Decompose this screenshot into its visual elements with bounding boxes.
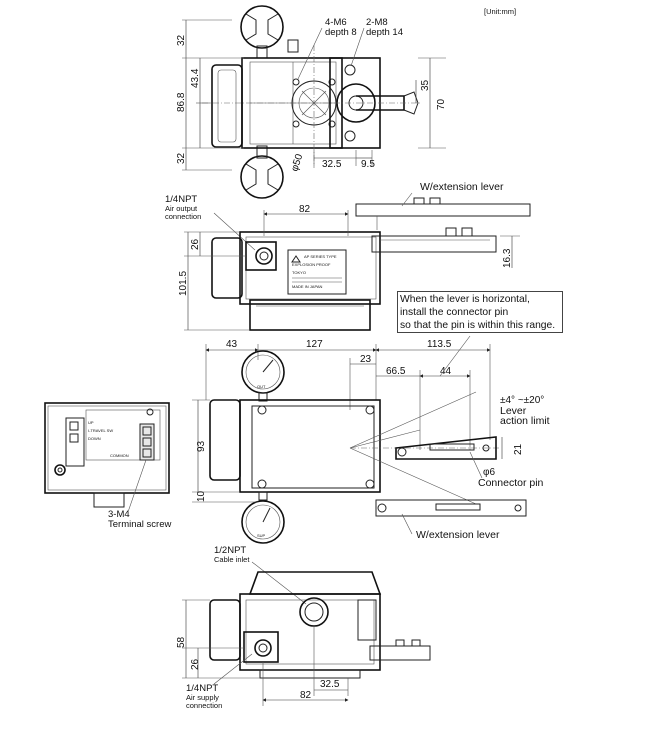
- bottom-gauge-circle: [240, 155, 284, 199]
- plan-view: 43 127 113.5 23 66.5 44 OUT SUP: [192, 335, 550, 544]
- lever-pin-note: When the lever is horizontal, install th…: [397, 291, 563, 333]
- front-view: 1/4NPT Air output connection AP SERIES T…: [165, 181, 531, 331]
- air-supply-label: Air supply: [186, 693, 219, 702]
- dim-9-5: 9.5: [361, 159, 375, 170]
- lever-angle: ±4° ~±20°: [500, 395, 544, 406]
- note-line-3: so that the pin is within this range.: [400, 320, 556, 331]
- air-supply-connection: connection: [186, 701, 222, 710]
- air-output-connection: connection: [165, 212, 201, 221]
- air-output-npt: 1/4NPT: [165, 194, 197, 205]
- terminal-screw-label: Terminal screw: [108, 519, 171, 530]
- bottom-view: 1/2NPT Cable inlet 58 26 32.5: [176, 545, 431, 710]
- dim-32-5-bottom: 32.5: [320, 679, 340, 690]
- ext-lever-label-bottom: W/extension lever: [416, 529, 500, 541]
- dim-23: 23: [360, 354, 372, 365]
- cable-inlet-label: Cable inlet: [214, 555, 250, 564]
- label-depth-8: depth 8: [325, 27, 357, 38]
- dim-32-5: 32.5: [322, 159, 342, 170]
- sup-gauge: [241, 500, 285, 544]
- terminal-label-4: COMMON: [110, 453, 129, 458]
- note-line-2: install the connector pin: [400, 307, 509, 318]
- top-view: 32 43.4 86.8 32 35 70 32.5 9.5 φ50 4-M6 …: [176, 5, 447, 199]
- dim-93: 93: [196, 440, 207, 452]
- label-2-m8: 2-M8: [366, 17, 388, 28]
- terminal-view: I-TRAVEL SW DOWN UP COMMON 3-M4 Terminal…: [44, 402, 171, 530]
- dim-86-8: 86.8: [176, 92, 187, 112]
- dim-35: 35: [420, 79, 431, 91]
- dim-70: 70: [436, 98, 447, 110]
- air-output-label: Air output: [165, 204, 198, 213]
- dim-phi-50: φ50: [289, 152, 305, 173]
- dim-32-bottom: 32: [176, 152, 187, 164]
- top-gauge-circle: [240, 5, 284, 49]
- out-gauge-label: OUT: [257, 384, 266, 389]
- sup-gauge-label: SUP: [257, 533, 266, 538]
- dim-66-5: 66.5: [386, 366, 406, 377]
- dim-113-5: 113.5: [427, 339, 452, 350]
- dim-82-bottom: 82: [300, 690, 312, 701]
- dim-101-5: 101.5: [178, 271, 189, 296]
- dim-32-top: 32: [176, 34, 187, 46]
- lever-limit-2: action limit: [500, 415, 550, 427]
- label-depth-14: depth 14: [366, 27, 403, 38]
- nameplate-line-3: TOKYO: [292, 270, 306, 275]
- dim-82-front: 82: [299, 204, 311, 215]
- terminal-label-2: DOWN: [88, 436, 101, 441]
- terminal-label-1: I-TRAVEL SW: [88, 428, 113, 433]
- dim-10: 10: [196, 490, 207, 502]
- air-supply-npt: 1/4NPT: [186, 683, 218, 694]
- dim-26-front: 26: [190, 238, 201, 250]
- dim-26-bottom: 26: [190, 658, 201, 670]
- cable-inlet-npt: 1/2NPT: [214, 545, 246, 556]
- dim-43-4: 43.4: [190, 68, 201, 88]
- nameplate-line-2: EXPLOSION PROOF: [292, 262, 331, 267]
- connector-pin-size: φ6: [483, 467, 495, 478]
- note-line-1: When the lever is horizontal,: [400, 294, 530, 305]
- dim-21: 21: [513, 443, 524, 455]
- connector-pin-label: Connector pin: [478, 477, 544, 489]
- nameplate-line-4: MADE IN JAPAN: [292, 284, 322, 289]
- dim-43: 43: [226, 339, 238, 350]
- terminal-label-3: UP: [88, 420, 94, 425]
- dim-127: 127: [306, 339, 323, 350]
- unit-label: [Unit:mm]: [484, 7, 516, 16]
- terminal-screw-count: 3-M4: [108, 509, 130, 520]
- label-4-m6: 4-M6: [325, 17, 347, 28]
- dim-58: 58: [176, 636, 187, 648]
- lever-limit-1: Lever: [500, 405, 527, 417]
- dim-16-3: 16.3: [502, 248, 513, 268]
- dim-44: 44: [440, 366, 452, 377]
- ext-lever-label-top: W/extension lever: [420, 181, 504, 193]
- nameplate-line-1: AP SERIES TYPE: [304, 254, 337, 259]
